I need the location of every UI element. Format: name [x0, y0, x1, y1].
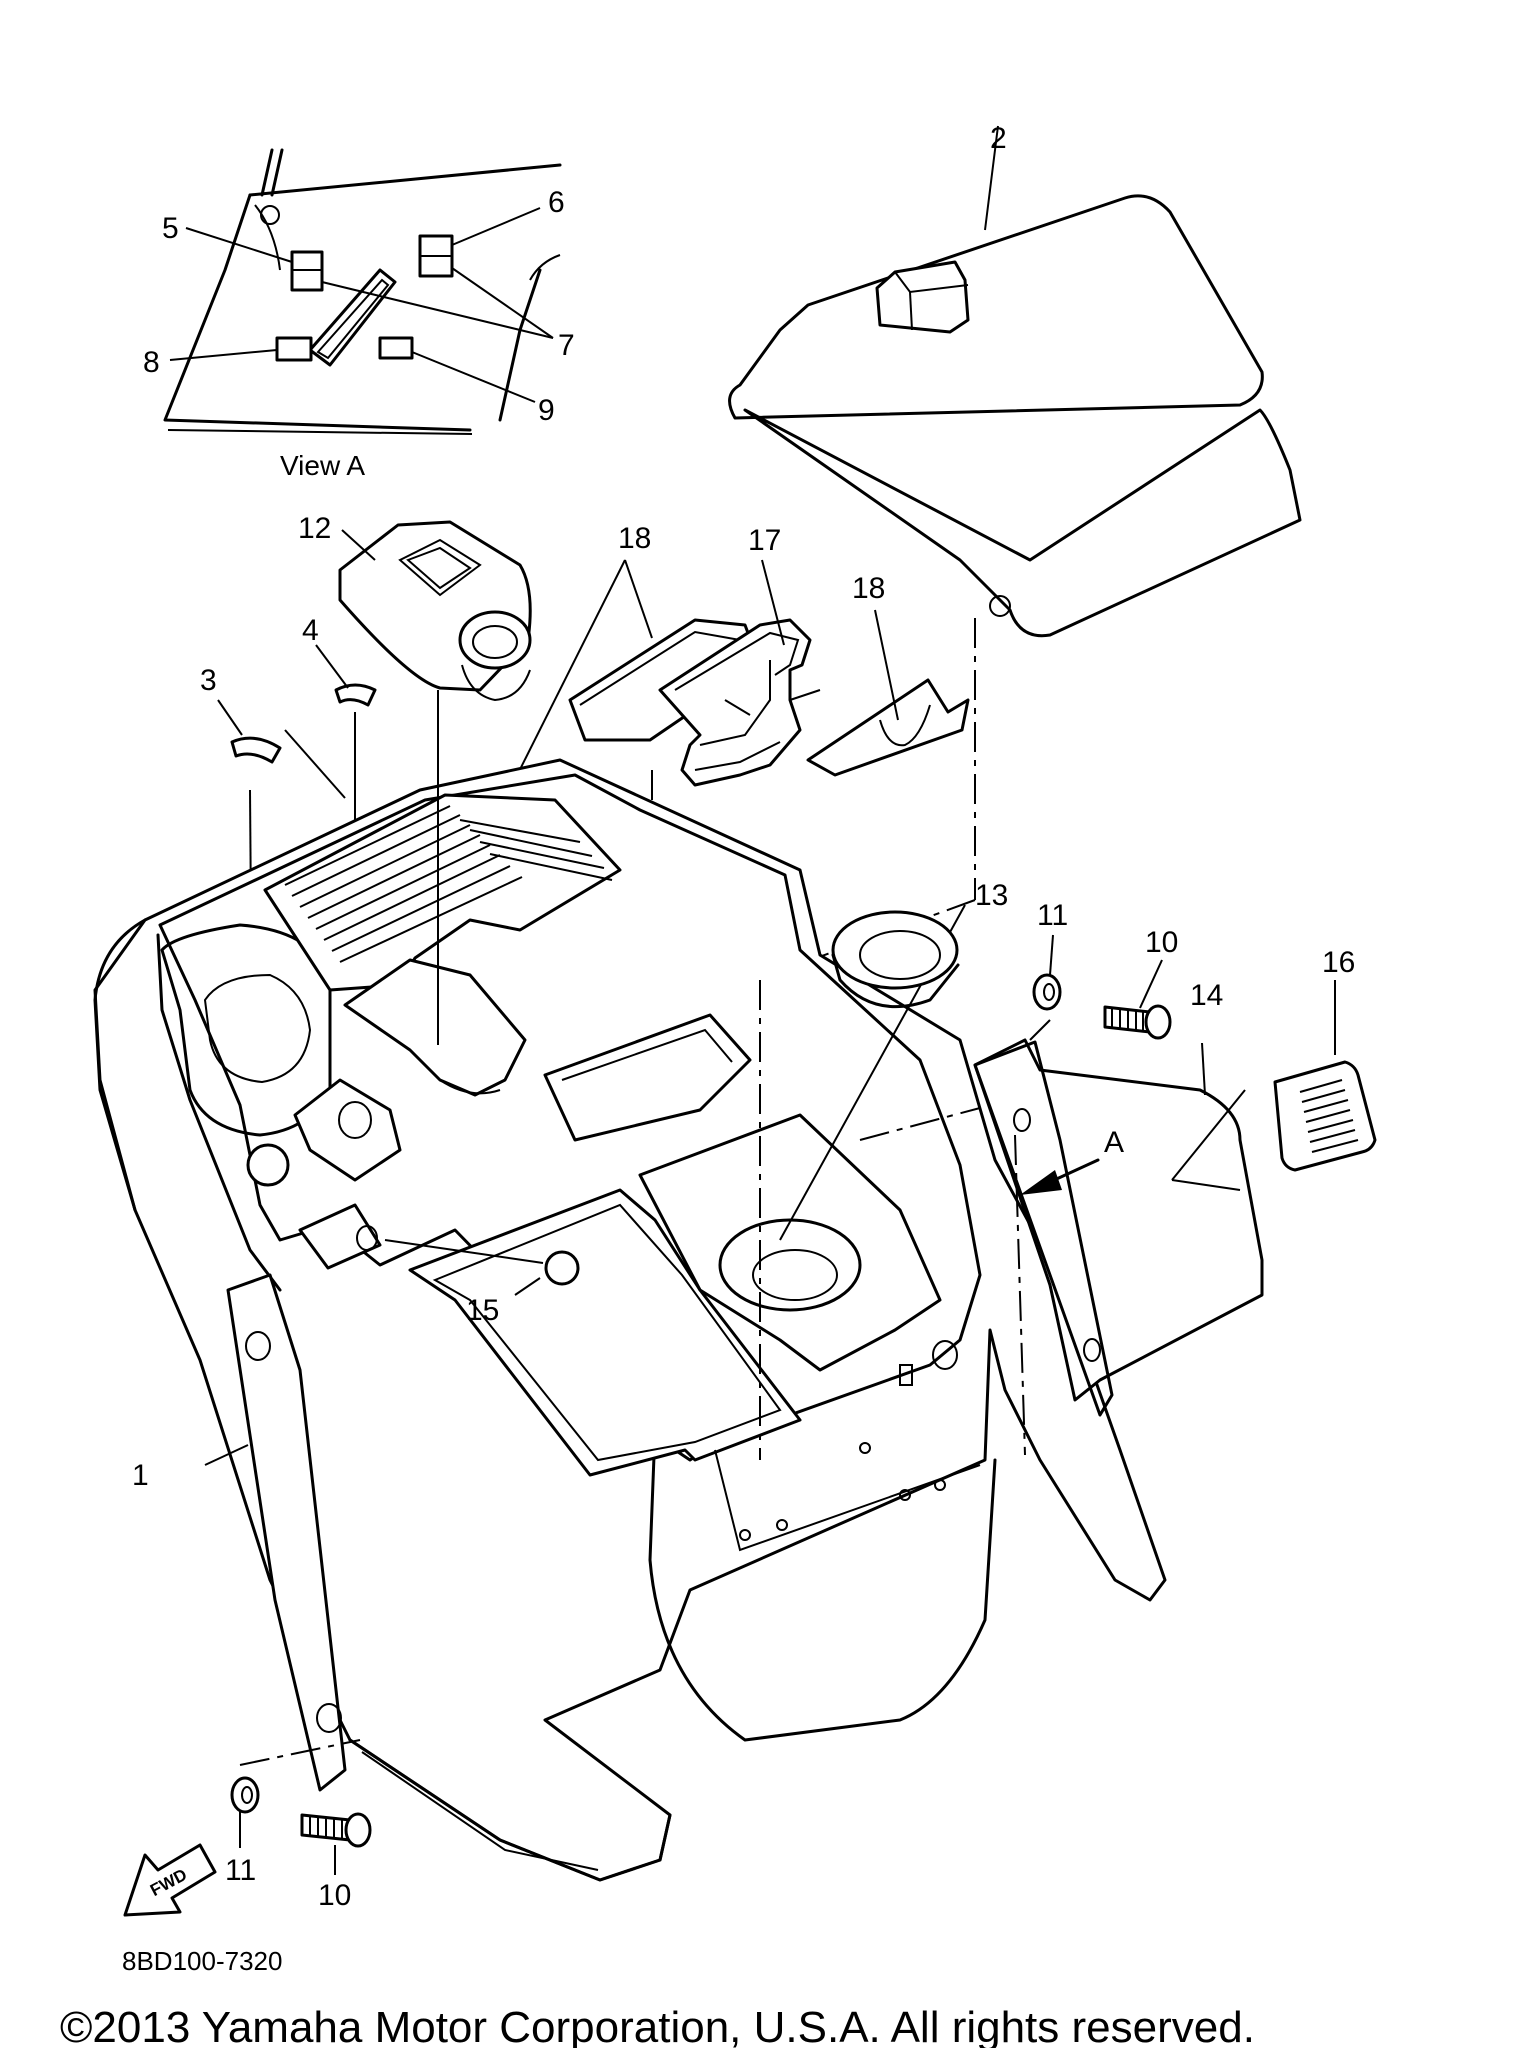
callout-13: 13 — [975, 879, 1008, 912]
callout-1: 1 — [132, 1459, 149, 1492]
callout-10-lower: 10 — [318, 1879, 351, 1912]
callout-4: 4 — [302, 614, 319, 647]
callout-15: 15 — [466, 1294, 499, 1327]
callout-10-upper: 10 — [1145, 926, 1178, 959]
part-bezel — [338, 520, 532, 702]
view-a-arrow — [1020, 1158, 1100, 1195]
view-a-arrow-label: A — [1104, 1126, 1124, 1159]
callout-16: 16 — [1322, 946, 1355, 979]
callout-17: 17 — [748, 524, 781, 557]
part-grommet — [831, 910, 960, 1009]
callout-labels: 1 2 3 4 5 6 7 8 9 10 10 11 11 12 13 14 1… — [132, 122, 1355, 1912]
callout-6: 6 — [548, 186, 565, 219]
callout-11-lower: 11 — [225, 1854, 256, 1887]
callout-14: 14 — [1190, 979, 1223, 1012]
view-a-inset — [163, 148, 562, 435]
part-console-body — [93, 690, 1167, 1882]
part-warning-label — [1273, 980, 1377, 1172]
fwd-arrow-icon — [123, 1843, 217, 1917]
callout-7: 7 — [558, 329, 575, 362]
callout-11-upper: 11 — [1037, 899, 1068, 932]
callout-9: 9 — [538, 394, 555, 427]
callout-12: 12 — [298, 512, 331, 545]
diagram-id: 8BD100-7320 — [122, 1946, 282, 1976]
callout-3: 3 — [200, 664, 217, 697]
callout-18-right: 18 — [852, 572, 885, 605]
callout-5: 5 — [162, 212, 179, 245]
callout-8: 8 — [143, 346, 160, 379]
part-lid — [728, 125, 1302, 638]
part-side-panel — [973, 1019, 1264, 1456]
callout-2: 2 — [990, 122, 1007, 155]
callout-18-left: 18 — [618, 522, 651, 555]
copyright-notice: ©2013 Yamaha Motor Corporation, U.S.A. A… — [60, 2003, 1255, 2048]
part-fasteners — [230, 934, 1172, 1875]
view-a-caption: View A — [280, 450, 365, 481]
